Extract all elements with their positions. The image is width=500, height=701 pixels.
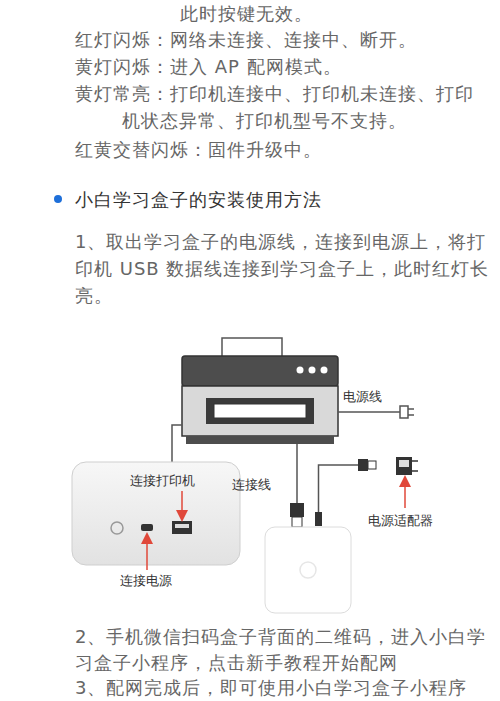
usb-cable <box>290 444 304 527</box>
part-label: 电源适配器 <box>368 513 433 529</box>
step-paragraph: 2、手机微信扫码盒子背面的二维码，进入小白学习盒子小程序，点击新手教程开始配网 <box>75 624 490 676</box>
adapter-cable <box>315 459 376 526</box>
section-heading: 小白学习盒子的安装使用方法 <box>75 187 490 213</box>
status-line: 黄灯常亮：打印机连接中、打印机未连接、打印机状态异常、打印机型号不支持。 <box>75 80 490 134</box>
status-line: 红黄交替闪烁：固件升级中。 <box>75 136 490 163</box>
power-cord <box>338 406 414 418</box>
power-adapter <box>396 457 418 508</box>
port-label: 连接电源 <box>120 573 172 589</box>
bullet-dot <box>54 195 62 203</box>
printer <box>182 338 338 444</box>
status-line: 黄灯闪烁：进入 AP 配网模式。 <box>75 53 490 80</box>
learning-box <box>265 527 351 613</box>
status-line: 红灯闪烁：网络未连接、连接中、断开。 <box>75 26 490 53</box>
step-paragraph: 3、配网完成后，即可使用小白学习盒子小程序 <box>75 676 490 700</box>
port-label: 连接打印机 <box>130 473 195 489</box>
part-label: 电源线 <box>343 389 382 405</box>
box-port-detail <box>72 462 240 570</box>
step-paragraph: 1、取出学习盒子的电源线，连接到电源上，将打印机 USB 数据线连接到学习盒子上… <box>75 228 490 309</box>
note-line: 此时按键无效。 <box>180 0 480 27</box>
leader-line <box>172 425 182 462</box>
part-label: 连接线 <box>232 477 271 493</box>
